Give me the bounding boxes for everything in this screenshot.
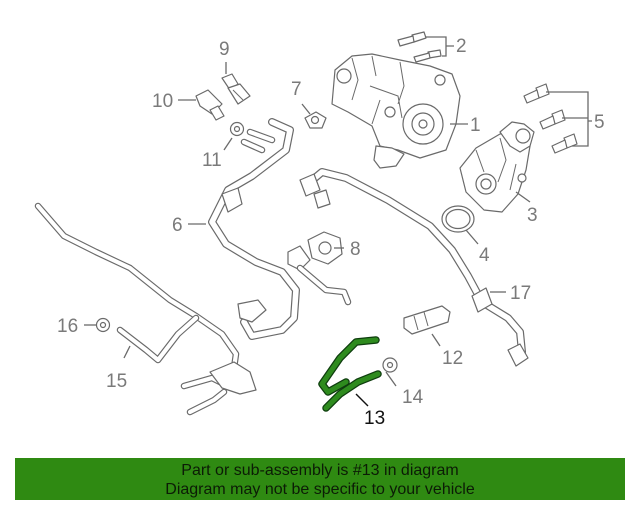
part-10-sensor (195, 89, 225, 121)
banner-line-disclaimer: Diagram may not be specific to your vehi… (165, 481, 475, 498)
callout-14: 14 (402, 387, 424, 408)
callout-9: 9 (219, 39, 230, 60)
callout-3: 3 (527, 205, 538, 226)
callout-7: 7 (291, 79, 302, 100)
leader-lines (84, 36, 592, 407)
callout-1: 1 (470, 115, 481, 136)
part-17-coolant-pipe (299, 168, 529, 367)
callout-4: 4 (479, 245, 490, 266)
part-8-flange-gasket (307, 231, 343, 265)
part-12-sensor (403, 305, 451, 335)
callout-15: 15 (106, 371, 127, 392)
info-banner: Part or sub-assembly is #13 in diagram D… (15, 458, 625, 500)
part-2-bolts (397, 31, 442, 63)
part-14-washer (382, 357, 398, 373)
part-1-egr-valve (331, 53, 461, 169)
banner-line-part: Part or sub-assembly is #13 in diagram (181, 462, 459, 479)
part-15-coolant-pipe (34, 202, 257, 416)
part-3-housing (459, 121, 535, 213)
part-5-bolts (523, 83, 578, 154)
part-11-washer (229, 121, 245, 137)
callout-numbers: 1 2 3 4 5 6 7 8 9 10 11 12 13 14 15 16 1… (57, 36, 605, 429)
part-9-sensor (221, 73, 251, 105)
part-7-gasket (304, 111, 327, 129)
callout-13: 13 (364, 408, 385, 429)
callout-6: 6 (172, 215, 183, 236)
callout-5: 5 (594, 112, 605, 133)
part-16-washer (95, 317, 111, 333)
callout-17: 17 (510, 283, 531, 304)
part-4-o-ring (441, 205, 475, 233)
part-13-highlighted-pipe (318, 336, 382, 412)
callout-2: 2 (456, 36, 467, 57)
callout-10: 10 (152, 91, 173, 112)
callout-12: 12 (442, 348, 463, 369)
callout-8: 8 (350, 239, 361, 260)
callout-11: 11 (202, 150, 222, 171)
callout-16: 16 (57, 316, 78, 337)
part-6-coolant-pipe (208, 118, 352, 340)
